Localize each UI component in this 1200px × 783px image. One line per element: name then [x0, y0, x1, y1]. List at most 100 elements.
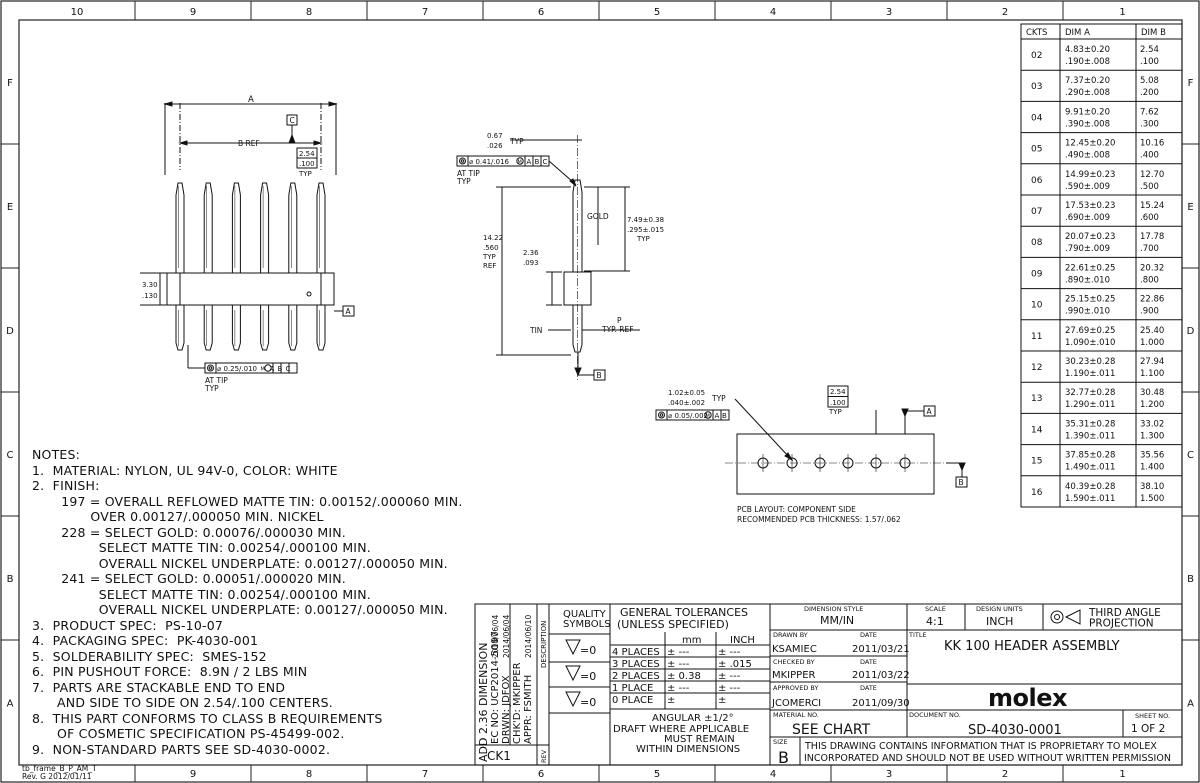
- side-datum-b: B: [597, 371, 602, 380]
- tol-row-label: 0 PLACE: [612, 695, 653, 706]
- row-ckts: 02: [1031, 51, 1042, 61]
- document-label: DOCUMENT NO.: [909, 711, 961, 719]
- dim-table-header: CKTS: [1026, 28, 1047, 38]
- row-dim-b-in: 1.200: [1140, 400, 1164, 410]
- row-ckts: 16: [1031, 488, 1043, 498]
- row-dim-b-in: .200: [1140, 88, 1159, 98]
- angular-tol: ANGULAR ±1/2°: [652, 713, 734, 724]
- row-dim-b-mm: 7.62: [1140, 107, 1159, 117]
- row-dim-b-mm: 12.70: [1140, 170, 1164, 180]
- tol-row-label: 3 PLACES: [612, 659, 660, 670]
- row-dim-a-in: .490±.008: [1065, 151, 1110, 161]
- fcf-front-datum-1: A: [270, 365, 275, 373]
- row-dim-b-mm: 22.86: [1140, 295, 1164, 305]
- tip-mm: 0.67: [487, 132, 503, 140]
- datum-a-label: A: [346, 307, 352, 316]
- scale-label: SCALE: [925, 605, 946, 613]
- frame-rev: Rev. G 2012/01/11: [22, 772, 92, 781]
- tol-col-inch: INCH: [730, 635, 755, 646]
- note-line: 197 = OVERALL REFLOWED MATTE TIN: 0.0015…: [32, 493, 463, 509]
- tol-row-inch: ±: [718, 695, 726, 706]
- tol-row-mm: ±: [667, 695, 675, 706]
- tol-row-mm: ± ---: [667, 647, 690, 658]
- row-dim-a-in: .990±.010: [1065, 307, 1110, 317]
- side-typ: TYP: [456, 177, 471, 186]
- zone-right-A: A: [1187, 699, 1194, 710]
- sheet-label: SHEET NO.: [1135, 712, 1170, 720]
- row-ckts: 03: [1031, 82, 1042, 92]
- gold-len-in: .295±.015: [627, 226, 664, 234]
- row-dim-b-mm: 20.32: [1140, 263, 1164, 273]
- zone-top-8: 8: [306, 7, 312, 18]
- tol-col-mm: mm: [682, 635, 701, 646]
- drawn-date-label: DATE: [860, 631, 877, 639]
- row-dim-a-in: .390±.008: [1065, 119, 1110, 129]
- row-ckts: 07: [1031, 207, 1042, 217]
- row-dim-b-in: .600: [1140, 213, 1159, 223]
- note-line: 5. SOLDERABILITY SPEC: SMES-152: [32, 648, 267, 664]
- zone-right-D: D: [1187, 326, 1195, 337]
- sheet-number: 1 OF 2: [1131, 723, 1165, 735]
- row-ckts: 08: [1031, 238, 1043, 248]
- row-dim-b-in: 1.500: [1140, 494, 1164, 504]
- note-line: OVER 0.00127/.000050 MIN. NICKEL: [32, 509, 324, 524]
- title-label: TITLE: [908, 631, 927, 639]
- hole-typ: TYP: [711, 394, 726, 403]
- gen-tol-title: GENERAL TOLERANCES: [620, 606, 748, 619]
- zone-left-D: D: [6, 326, 14, 337]
- pcb-datum-a: A: [927, 407, 933, 416]
- approved-by-label: APPROVED BY: [773, 684, 819, 692]
- drawing-title: KK 100 HEADER ASSEMBLY: [944, 639, 1120, 654]
- zone-top-3: 3: [886, 7, 892, 18]
- row-dim-a-mm: 14.99±0.23: [1065, 170, 1115, 180]
- drawn-by-label: DRAWN BY: [773, 631, 808, 639]
- typ-ref-label: TYP. REF: [601, 325, 634, 334]
- tol-row-label: 2 PLACES: [612, 671, 660, 682]
- row-dim-a-in: .890±.010: [1065, 275, 1110, 285]
- tip-typ: TYP: [509, 137, 524, 146]
- header-pin: [175, 182, 185, 351]
- rev-line-1: ADD 2.36 DIMENSION: [477, 643, 490, 762]
- size-label: SIZE: [773, 738, 788, 746]
- tol-row-inch: ± ---: [718, 671, 741, 682]
- title-block: [548, 603, 1183, 766]
- notes-heading: NOTES:: [32, 447, 81, 462]
- row-dim-a-mm: 37.85±0.28: [1065, 451, 1115, 461]
- row-dim-a-in: 1.290±.011: [1065, 400, 1115, 410]
- pcb-hole: [786, 454, 798, 472]
- tol-row-label: 4 PLACES: [612, 647, 660, 658]
- material-value: SEE CHART: [792, 722, 871, 738]
- row-dim-b-in: 1.400: [1140, 463, 1164, 473]
- approved-by: JCOMERCI: [771, 698, 821, 709]
- fcf-front-mod: M: [261, 367, 265, 373]
- quality-symbol-3: =0: [565, 691, 596, 709]
- zone-bottom-7: 7: [422, 769, 428, 780]
- tol-row-label: 1 PLACE: [612, 683, 653, 694]
- height-mm: 3.30: [142, 281, 158, 289]
- pcb-hole: [814, 454, 826, 472]
- material-label: MATERIAL NO.: [773, 711, 819, 719]
- zone-bottom-9: 9: [190, 769, 196, 780]
- dim-table-header: DIM A: [1065, 28, 1090, 38]
- row-ckts: 14: [1031, 425, 1043, 435]
- gold-len-typ: TYP: [636, 235, 650, 243]
- row-dim-a-mm: 32.77±0.28: [1065, 388, 1115, 398]
- note-line: 6. PIN PUSHOUT FORCE: 8.9N / 2 LBS MIN: [32, 664, 308, 679]
- row-dim-a-mm: 20.07±0.23: [1065, 232, 1115, 242]
- fcf-front-datum-3: C: [286, 365, 291, 373]
- zone-left-C: C: [7, 450, 14, 461]
- row-dim-a-mm: 17.53±0.23: [1065, 201, 1115, 211]
- zone-right-C: C: [1187, 450, 1194, 461]
- total-typ: TYP: [482, 253, 496, 261]
- frame-ref: tb_frame_B_P_AM_T: [22, 764, 97, 773]
- pcb-pitch-mm: 2.54: [830, 388, 846, 396]
- row-dim-a-in: 1.590±.011: [1065, 494, 1115, 504]
- tol-row-inch: ± ---: [718, 647, 741, 658]
